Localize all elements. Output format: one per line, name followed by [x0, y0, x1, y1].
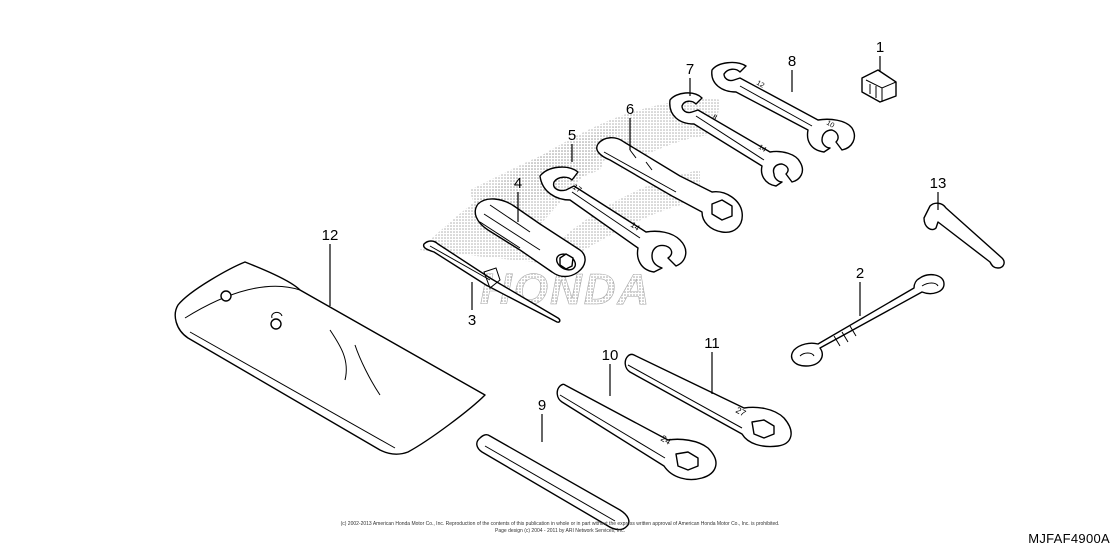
callout-6: 6 — [626, 101, 634, 118]
box-wrench-24mm: 24 — [556, 383, 717, 481]
small-clip — [861, 69, 897, 103]
open-end-wrench-12x10: 12 10 — [711, 61, 856, 153]
tool-bag — [174, 261, 486, 455]
leader-lines — [329, 56, 939, 442]
open-end-wrench-17x14: 17 14 — [539, 166, 687, 273]
spark-plug-socket — [474, 198, 586, 278]
wrench-8-marking-a: 12 — [755, 80, 765, 90]
callout-12: 12 — [322, 227, 339, 244]
callout-2: 2 — [856, 265, 864, 282]
copyright-notice: (c) 2002-2013 American Honda Motor Co., … — [340, 521, 780, 527]
callout-10: 10 — [602, 347, 619, 364]
callout-7: 7 — [686, 61, 694, 78]
callout-9: 9 — [538, 397, 546, 414]
page-design-credit: Page design (c) 2004 - 2011 by ARI Netwo… — [495, 528, 625, 534]
callout-4: 4 — [514, 175, 522, 192]
callout-1: 1 — [876, 39, 884, 56]
drawing-id-label: MJFAF4900A — [1028, 531, 1110, 546]
callout-3: 3 — [468, 312, 476, 329]
screwdriver — [422, 240, 561, 323]
box-wrench-27mm: 27 — [624, 353, 792, 448]
hex-key — [923, 202, 1005, 269]
wrench-7-marking-a: 8 — [711, 114, 718, 122]
wrench-11-marking: 27 — [734, 405, 748, 419]
handle-grip — [476, 433, 630, 531]
socket-wrench — [596, 137, 743, 233]
wrench-7-marking-b: 14 — [757, 144, 767, 154]
callout-11: 11 — [704, 335, 720, 352]
cable-pin — [790, 273, 945, 367]
open-end-wrench-8x14: 8 14 — [669, 92, 804, 187]
wrench-8-marking-b: 10 — [825, 120, 835, 130]
callout-5: 5 — [568, 127, 576, 144]
callout-8: 8 — [788, 53, 796, 70]
wrench-10-marking: 24 — [659, 433, 673, 447]
callout-13: 13 — [930, 175, 947, 192]
